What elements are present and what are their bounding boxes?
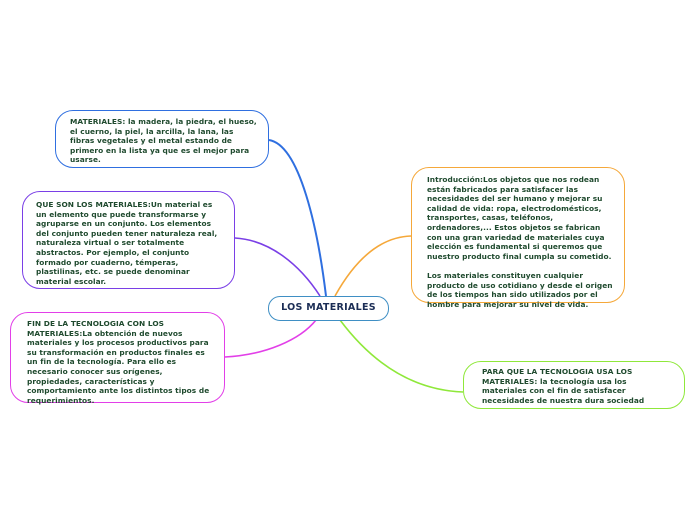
topic-fin-de-la-tecnologia[interactable]: FIN DE LA TECNOLOGIA CON LOS MATERIALES:… — [10, 312, 225, 405]
connector-para-que — [339, 319, 464, 393]
connector-intro — [334, 235, 412, 297]
central-topic-label: LOS MATERIALES — [281, 302, 376, 313]
topic-materiales-text: MATERIALES: la madera, la piedra, el hue… — [70, 117, 257, 165]
topic-fin-text: FIN DE LA TECNOLOGIA CON LOS MATERIALES:… — [27, 319, 210, 405]
central-topic-los-materiales[interactable]: LOS MATERIALES — [268, 296, 389, 321]
topic-introduccion[interactable]: Introducción:Los objetos que nos rodean … — [411, 167, 625, 309]
topic-para-que-la-tecnologia[interactable]: PARA QUE LA TECNOLOGIA USA LOS MATERIALE… — [463, 361, 685, 409]
connector-materiales — [268, 139, 327, 297]
topic-que-son-los-materiales[interactable]: QUE SON LOS MATERIALES:Un material es un… — [22, 191, 235, 289]
connector-fin — [224, 319, 317, 358]
topic-que-son-text: QUE SON LOS MATERIALES:Un material es un… — [36, 200, 218, 286]
topic-intro-text: Introducción:Los objetos que nos rodean … — [427, 175, 613, 309]
topic-para-que-text: PARA QUE LA TECNOLOGIA USA LOS MATERIALE… — [482, 367, 645, 405]
connector-que-son — [234, 237, 321, 297]
topic-materiales[interactable]: MATERIALES: la madera, la piedra, el hue… — [55, 110, 269, 168]
